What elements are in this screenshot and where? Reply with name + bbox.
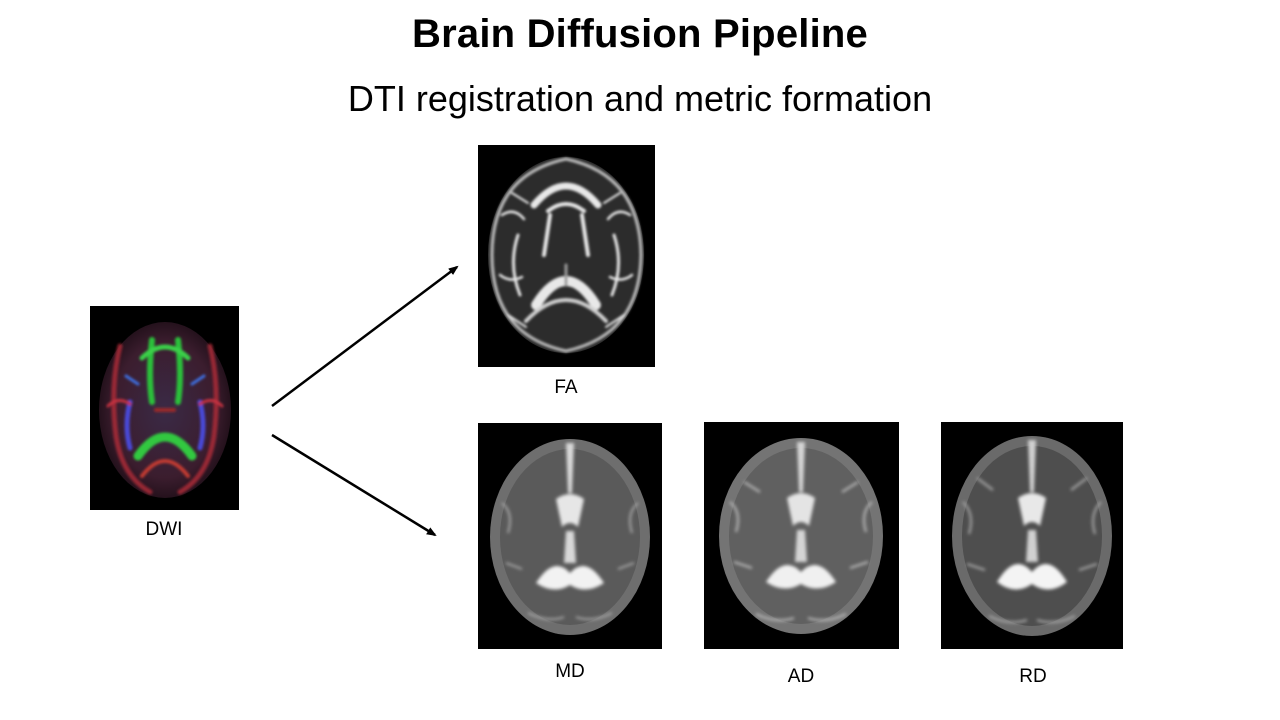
md-image	[478, 423, 662, 649]
md-label: MD	[555, 661, 585, 682]
fa-image	[478, 145, 655, 367]
dwi-label: DWI	[145, 519, 183, 540]
rd-label: RD	[1019, 666, 1047, 687]
slide-subtitle: DTI registration and metric formation	[347, 78, 933, 119]
arrow-dwi-to-md	[271, 433, 437, 537]
dwi-image	[90, 306, 239, 510]
fa-label: FA	[554, 377, 578, 398]
arrow-dwi-to-fa	[271, 265, 459, 407]
rd-image	[941, 422, 1123, 649]
slide-title: Brain Diffusion Pipeline	[412, 12, 868, 56]
ad-image	[704, 422, 899, 649]
ad-label: AD	[787, 666, 815, 687]
